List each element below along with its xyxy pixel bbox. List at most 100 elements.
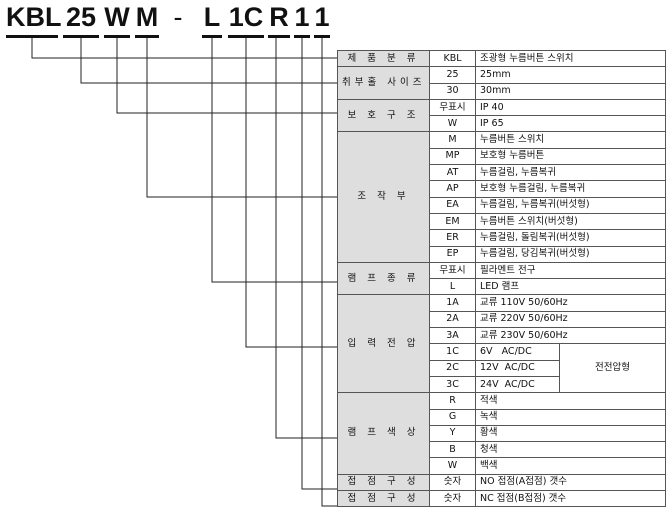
desc-cell: 누름버튼 스위치(버섯형) <box>474 212 667 231</box>
code-segment-operation: M <box>135 2 159 32</box>
desc-cell: 12V AC/DC <box>475 359 560 377</box>
connector-lamp-type <box>211 38 337 283</box>
code-segment-protection: W <box>104 2 130 32</box>
category-size: 취부홀 사이즈 <box>337 66 430 100</box>
code-cell: 3C <box>429 375 476 394</box>
code-cell: KBL <box>429 49 476 68</box>
code-segment-dash: - <box>173 2 183 32</box>
code-cell: 숫자 <box>429 473 476 492</box>
code-cell: M <box>429 131 476 149</box>
connector-operation <box>146 38 337 198</box>
code-cell: W <box>429 457 476 475</box>
category-contact-a: 접 점 구 성 <box>337 473 430 492</box>
underline-size <box>63 35 99 38</box>
desc-cell: 25mm <box>474 66 667 84</box>
row-lamp-color: 램 프 색 상 R 적색 <box>337 392 667 475</box>
code-cell: B <box>429 441 476 459</box>
code-cell: AT <box>429 164 476 182</box>
code-segment-contact-b: 1 <box>314 2 330 32</box>
code-cell: 3A <box>429 327 476 345</box>
code-cell: 25 <box>429 66 476 84</box>
model-code: KBL 25 W M - L 1C R 1 1 <box>6 2 336 38</box>
code-cell: EP <box>429 245 476 263</box>
code-cell: 2A <box>429 310 476 329</box>
connector-contact-b <box>321 38 337 507</box>
row-lamp-type: 램 프 종 류 무표시 필라멘트 전구 <box>337 261 667 296</box>
desc-cell: 24V AC/DC <box>475 375 560 394</box>
desc-cell: 적색 <box>474 392 667 410</box>
row-contact-b: 접 점 구 성 숫자 NC 접점(B접점) 갯수 <box>337 490 667 508</box>
desc-cell: 누름걸림, 누름복귀 <box>474 164 667 182</box>
connector-protection <box>116 38 337 114</box>
code-segment-color: R <box>269 2 289 32</box>
spec-table: 제 품 분 류 KBL 조광형 누름버튼 스위치 취부홀 사이즈 25 25mm… <box>337 49 667 508</box>
code-cell: 숫자 <box>429 490 476 508</box>
code-segment-size: 25 <box>65 2 97 32</box>
connector-voltage <box>245 38 337 348</box>
desc-cell: 30mm <box>474 82 667 100</box>
row-lamp-type: L LED 램프 <box>338 278 667 296</box>
category-product: 제 품 분 류 <box>337 49 430 68</box>
row-size: 취부홀 사이즈 25 25mm <box>337 66 667 100</box>
connector-series <box>31 38 337 59</box>
category-contact-b: 접 점 구 성 <box>337 490 430 508</box>
desc-cell: 누름버튼 스위치 <box>474 131 667 149</box>
code-cell: 무표시 <box>429 261 476 280</box>
row-operation: EP 누름걸림, 당김복귀(버섯형) <box>338 245 667 263</box>
desc-cell: 조광형 누름버튼 스위치 <box>474 49 667 68</box>
underline-operation <box>135 35 159 38</box>
code-cell: AP <box>429 180 476 198</box>
code-cell: 1C <box>429 343 476 361</box>
underline-contact-b <box>314 35 330 38</box>
code-segment-voltage: 1C <box>228 2 264 32</box>
row-voltage: 입 력 전 압 1A 교류 110V 50/60Hz <box>337 294 667 394</box>
desc-cell: 백색 <box>474 457 667 475</box>
code-cell: 2C <box>429 359 476 377</box>
connector-contact-a <box>301 38 337 490</box>
underline-protection <box>104 35 130 38</box>
desc-cell: 누름걸림, 돌림복귀(버섯형) <box>474 229 667 247</box>
row-protection: W IP 65 <box>338 115 667 133</box>
row-voltage: 1C 6V AC/DC 전전압형 <box>338 343 667 394</box>
code-segment-lamp-type: L <box>203 2 221 32</box>
desc-cell: 필라멘트 전구 <box>474 261 667 280</box>
category-protection: 보 호 구 조 <box>337 98 430 133</box>
desc-cell: LED 램프 <box>474 278 667 296</box>
desc-cell: NO 접점(A접점) 갯수 <box>474 473 667 492</box>
row-voltage: 2A 교류 220V 50/60Hz <box>338 310 667 329</box>
code-cell: Y <box>429 424 476 443</box>
desc-cell: 교류 110V 50/60Hz <box>474 294 667 312</box>
code-cell: 1A <box>429 294 476 312</box>
underline-contact-a <box>294 35 310 38</box>
code-cell: MP <box>429 147 476 166</box>
code-segment-contact-a: 1 <box>294 2 310 32</box>
code-segment-series: KBL <box>6 2 62 32</box>
code-cell: L <box>429 278 476 296</box>
desc-cell: 교류 230V 50/60Hz <box>474 327 667 345</box>
row-voltage: 2C 12V AC/DC <box>338 359 666 377</box>
desc-cell: 6V AC/DC <box>475 343 560 361</box>
code-cell: G <box>429 408 476 426</box>
code-cell: W <box>429 115 476 133</box>
desc-cell: 녹색 <box>474 408 667 426</box>
code-cell: ER <box>429 229 476 247</box>
underline-lamp-type <box>202 35 222 38</box>
category-lamp-color: 램 프 색 상 <box>337 392 430 475</box>
desc-cell: IP 40 <box>474 98 667 117</box>
code-cell: 30 <box>429 82 476 100</box>
desc-cell: 누름걸림, 누름복귀(버섯형) <box>474 196 667 214</box>
connector-color <box>275 38 337 439</box>
underline-color <box>268 35 290 38</box>
row-voltage: 3C 24V AC/DC <box>338 375 666 394</box>
desc-cell: NC 접점(B접점) 갯수 <box>474 490 667 508</box>
row-product: 제 품 분 류 KBL 조광형 누름버튼 스위치 <box>337 49 667 68</box>
desc-cell: IP 65 <box>474 115 667 133</box>
underline-voltage <box>228 35 264 38</box>
row-protection: 보 호 구 조 무표시 IP 40 <box>337 98 667 133</box>
category-voltage: 입 력 전 압 <box>337 294 430 394</box>
row-lamp-color: Y 황색 <box>338 424 667 443</box>
category-lamp-type: 램 프 종 류 <box>337 261 430 296</box>
desc-cell: 교류 220V 50/60Hz <box>474 310 667 329</box>
desc-cell: 누름걸림, 당김복귀(버섯형) <box>474 245 667 263</box>
